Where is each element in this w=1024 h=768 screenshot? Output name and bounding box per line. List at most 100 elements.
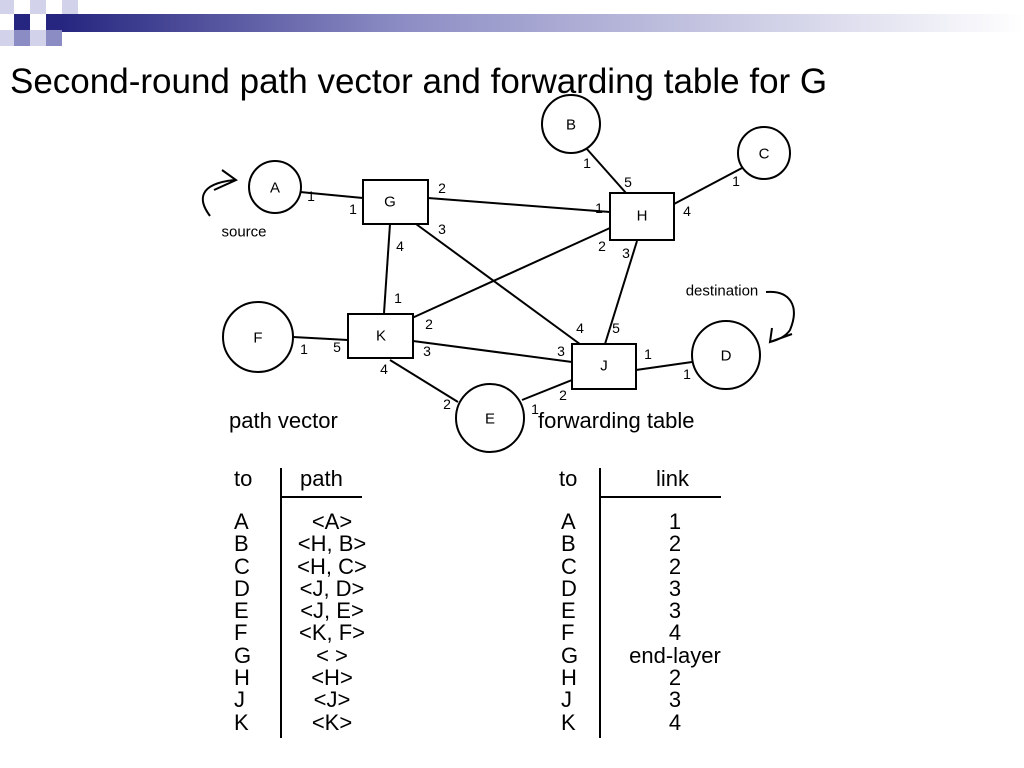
port-label: 3 bbox=[622, 245, 630, 261]
link-g-h bbox=[427, 197, 611, 213]
port-label: 3 bbox=[557, 343, 565, 359]
table-cell: C bbox=[561, 553, 577, 579]
port-label: 4 bbox=[576, 320, 584, 336]
port-label: 4 bbox=[380, 361, 388, 377]
table-cell: <J, E> bbox=[300, 598, 364, 624]
port-label: 1 bbox=[595, 200, 603, 216]
link-k-j bbox=[412, 340, 573, 363]
table-cell: < > bbox=[316, 642, 348, 668]
node-label-k: K bbox=[376, 328, 386, 345]
node-label-j: J bbox=[600, 358, 608, 375]
node-a bbox=[248, 160, 302, 214]
forwarding-table-header-link: link bbox=[656, 466, 690, 491]
destination-arrow bbox=[765, 290, 795, 344]
port-label: 1 bbox=[307, 188, 315, 204]
port-label: 2 bbox=[559, 387, 567, 403]
table-cell: K bbox=[561, 709, 576, 735]
port-label: 1 bbox=[300, 341, 308, 357]
forwarding-table-to-column: A B C D E F G H J K bbox=[561, 509, 579, 735]
node-b bbox=[541, 94, 601, 154]
forwarding-table-divider bbox=[599, 468, 601, 738]
table-cell: 2 bbox=[668, 531, 682, 557]
link-j-d bbox=[635, 361, 693, 371]
table-cell: <J> bbox=[313, 687, 351, 713]
table-cell: E bbox=[561, 598, 576, 624]
table-cell: 2 bbox=[668, 665, 682, 691]
table-cell: G bbox=[234, 642, 252, 668]
link-b-h bbox=[585, 147, 627, 194]
table-cell: G bbox=[561, 642, 579, 668]
table-cell: B bbox=[234, 531, 249, 557]
annotation-destination: destination bbox=[686, 283, 759, 300]
node-label-b: B bbox=[566, 117, 576, 134]
table-cell: K bbox=[234, 709, 249, 735]
table-cell: C bbox=[234, 553, 250, 579]
table-cell: <K> bbox=[311, 709, 353, 735]
node-label-h: H bbox=[637, 208, 648, 225]
link-c-h bbox=[673, 167, 743, 205]
port-label: 1 bbox=[732, 173, 740, 189]
path-vector-to-column: A B C D E F G H J K bbox=[234, 509, 252, 735]
port-label: 3 bbox=[438, 221, 446, 237]
table-cell: <H> bbox=[311, 665, 353, 691]
table-cell: H bbox=[561, 665, 577, 691]
table-cell: E bbox=[234, 598, 249, 624]
path-vector-header-path: path bbox=[300, 466, 343, 491]
port-label: 2 bbox=[438, 180, 446, 196]
table-cell: <J, D> bbox=[299, 575, 365, 601]
table-cell: 4 bbox=[668, 709, 682, 735]
forwarding-table-title: forwarding table bbox=[538, 408, 695, 433]
banner-decoration bbox=[0, 0, 1024, 46]
node-label-g: G bbox=[384, 194, 396, 211]
router-j bbox=[571, 343, 637, 390]
port-label: 2 bbox=[443, 396, 451, 412]
port-label: 1 bbox=[349, 201, 357, 217]
table-cell: A bbox=[234, 509, 249, 534]
table-cell: H bbox=[234, 665, 250, 691]
port-label: 5 bbox=[333, 339, 341, 355]
table-cell: end-layer bbox=[629, 642, 721, 668]
slide-title: Second-round path vector and forwarding … bbox=[10, 62, 828, 101]
table-cell: <H, C> bbox=[297, 553, 367, 579]
port-label: 5 bbox=[624, 174, 632, 190]
table-cell: 2 bbox=[668, 553, 682, 579]
table-cell: <A> bbox=[311, 509, 353, 534]
table-cell: 3 bbox=[668, 687, 682, 713]
link-g-k bbox=[383, 223, 391, 314]
router-k bbox=[347, 313, 414, 359]
table-cell: 3 bbox=[668, 598, 682, 624]
router-h bbox=[609, 192, 675, 241]
node-label-a: A bbox=[270, 180, 280, 197]
source-arrow bbox=[201, 169, 238, 217]
node-label-d: D bbox=[721, 348, 732, 365]
port-label: 4 bbox=[683, 203, 691, 219]
forwarding-table-header-to: to bbox=[559, 466, 578, 491]
port-label: 1 bbox=[531, 401, 539, 417]
port-label: 1 bbox=[683, 366, 691, 382]
table-cell: 1 bbox=[668, 509, 682, 534]
table-cell: 4 bbox=[668, 620, 682, 646]
link-k-e bbox=[389, 359, 459, 403]
table-cell: D bbox=[561, 575, 577, 601]
link-j-e bbox=[521, 379, 573, 401]
table-cell: F bbox=[234, 620, 248, 646]
port-label: 5 bbox=[612, 320, 620, 336]
forwarding-table-rule bbox=[599, 496, 721, 498]
table-cell: A bbox=[561, 509, 576, 534]
table-cell: <H, B> bbox=[297, 531, 367, 557]
path-vector-divider bbox=[280, 468, 282, 738]
path-vector-header-to: to bbox=[234, 466, 253, 491]
path-vector-title: path vector bbox=[229, 408, 338, 433]
link-a-g bbox=[299, 191, 364, 199]
port-label: 1 bbox=[644, 346, 652, 362]
port-label: 3 bbox=[423, 343, 431, 359]
node-label-c: C bbox=[759, 146, 770, 163]
port-label: 2 bbox=[598, 238, 606, 254]
port-label: 1 bbox=[394, 290, 402, 306]
link-h-k bbox=[411, 227, 611, 319]
node-f bbox=[222, 301, 294, 373]
path-vector-path-column: <A> <H, B> <H, C> <J, D> <J, E> <K, F> <… bbox=[282, 509, 382, 735]
node-c bbox=[737, 126, 791, 180]
